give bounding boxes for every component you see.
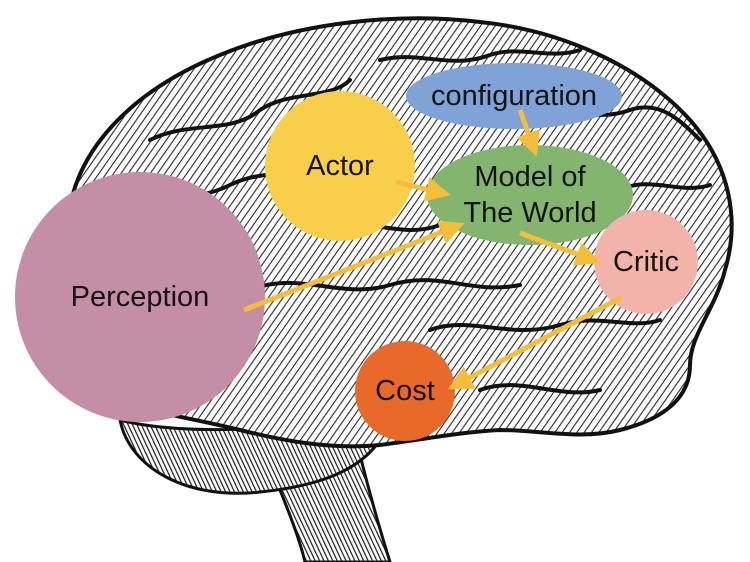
nodes [15, 63, 698, 441]
edge-critic-to-cost [447, 294, 624, 390]
world-model-label-line-1: Model of [474, 161, 586, 193]
cost-label: Cost [375, 375, 435, 407]
edge-perception-to-world-model [243, 220, 465, 313]
edge-actor-to-world-model [395, 177, 451, 202]
configuration-node [406, 63, 622, 129]
node-labels: configuration Actor Model of The World P… [71, 80, 679, 407]
configuration-label: configuration [431, 80, 597, 112]
edge-world-model-to-critic [519, 230, 601, 266]
actor-node [265, 91, 415, 241]
edges [243, 109, 624, 390]
perception-node [15, 172, 265, 422]
perception-label: Perception [71, 281, 210, 313]
world-model-node [427, 145, 633, 245]
cost-node [355, 341, 455, 441]
actor-label: Actor [306, 150, 374, 182]
critic-label: Critic [613, 246, 679, 278]
world-model-label-line-2: The World [463, 197, 596, 229]
critic-node [594, 210, 698, 314]
edge-configuration-to-world-model [516, 109, 541, 157]
